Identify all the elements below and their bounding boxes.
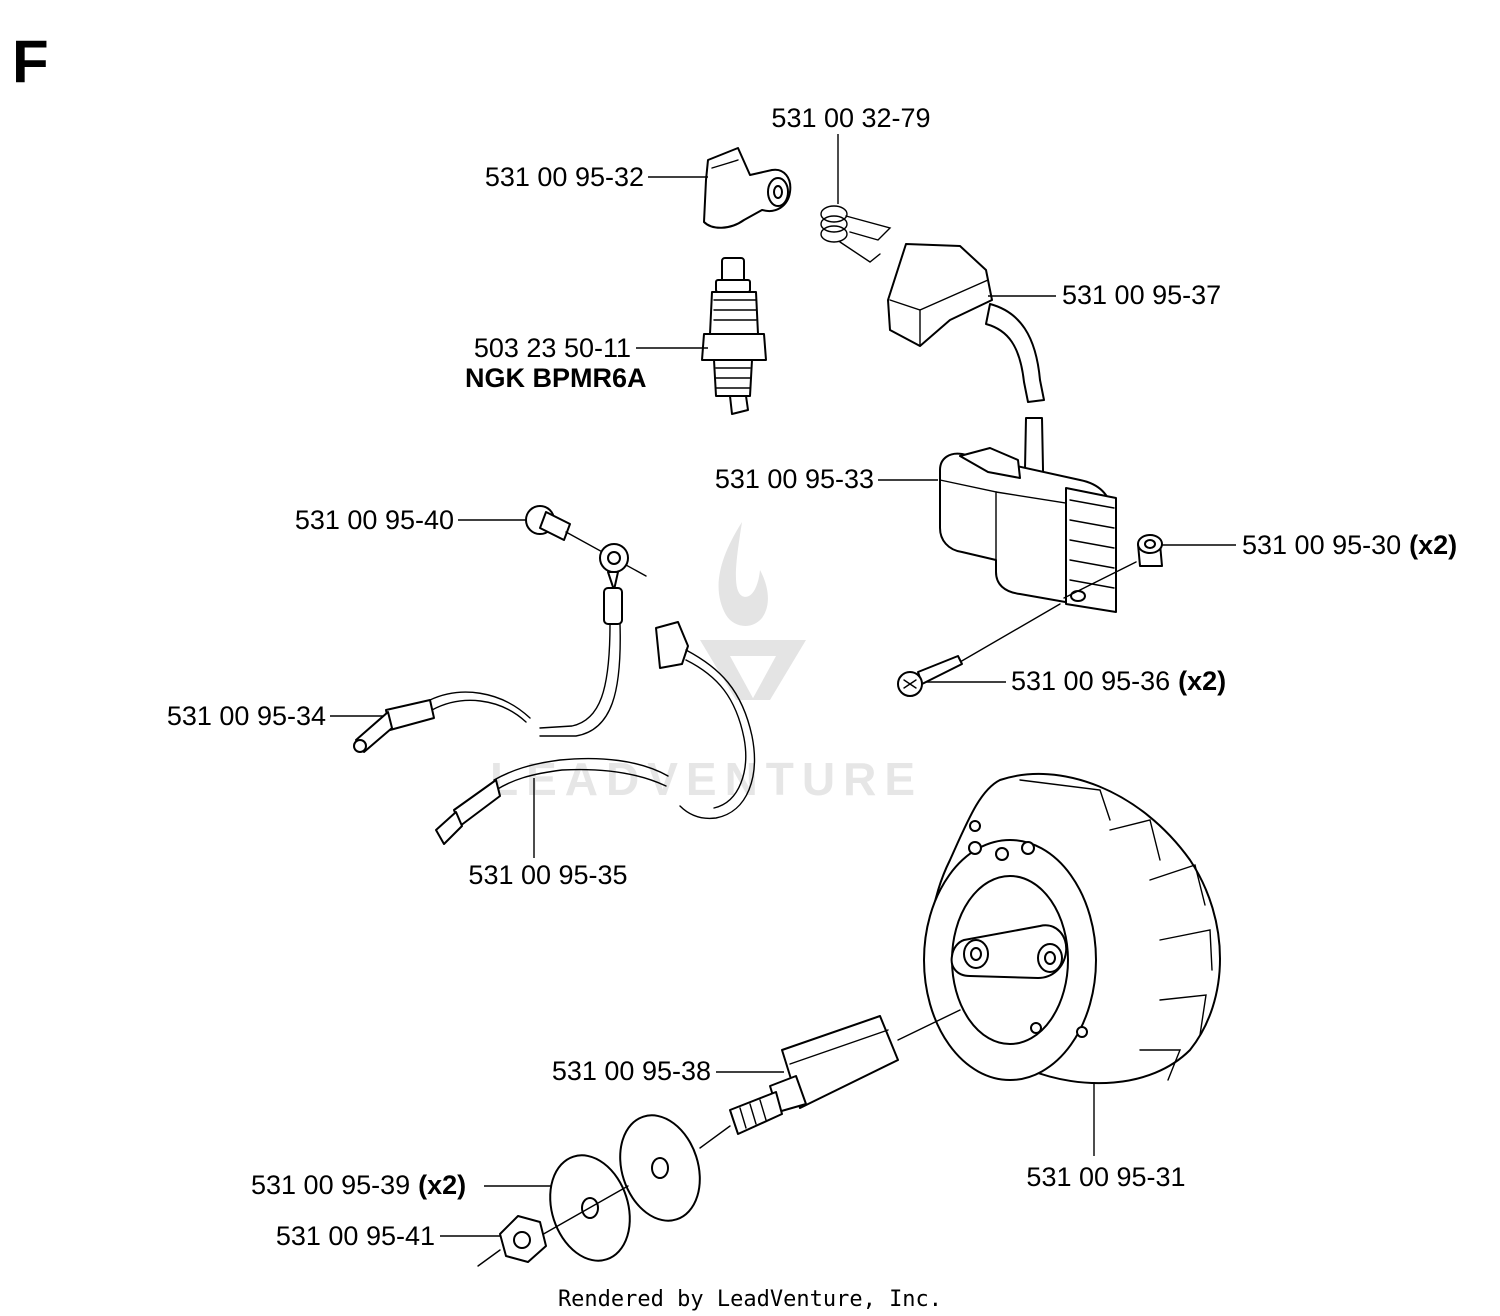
label-ground-screw: 531 00 95-40 (295, 505, 454, 535)
label-ignition-module: 531 00 95-33 (715, 464, 874, 494)
washer-axis-line (539, 1185, 629, 1237)
label-spacer-qty: (x2) (1409, 530, 1457, 560)
spring-drawing (820, 205, 892, 263)
spacer-drawing (1137, 534, 1163, 567)
screw-axis-line (959, 603, 1061, 663)
spark-plug-cap-drawing (703, 147, 792, 229)
label-flywheel: 531 00 95-31 (1026, 1162, 1185, 1192)
flywheel-axis-line (897, 1009, 961, 1041)
label-module-screw-number: 531 00 95-36 (1011, 666, 1170, 696)
spacer-axis-line (1063, 561, 1137, 599)
spark-plug-drawing (701, 257, 767, 415)
flywheel-drawing (923, 772, 1221, 1085)
nut-drawing (499, 1215, 547, 1263)
section-letter: F (12, 28, 49, 95)
label-spacer: 531 00 95-30 (x2) (1242, 530, 1457, 560)
nut-axis-line (477, 1249, 501, 1267)
label-spark-plug-cap: 531 00 95-32 (485, 162, 644, 192)
watermark-logo (700, 522, 806, 700)
ignition-module-drawing (939, 447, 1117, 613)
short-circuit-cable-drawing (353, 543, 629, 753)
module-screw-drawing (897, 655, 963, 697)
label-module-screw: 531 00 95-36 (x2) (1011, 666, 1226, 696)
label-washer-qty: (x2) (418, 1170, 466, 1200)
label-spacer-number: 531 00 95-30 (1242, 530, 1401, 560)
stud-drawing (729, 1015, 899, 1135)
label-spark-plug-note: NGK BPMR6A (465, 363, 647, 393)
label-washer: 531 00 95-39 (x2) (251, 1170, 466, 1200)
label-washer-number: 531 00 95-39 (251, 1170, 410, 1200)
label-nut: 531 00 95-41 (276, 1221, 435, 1251)
label-connecting-cable: 531 00 95-35 (468, 860, 627, 890)
label-short-circuit-cable: 531 00 95-34 (167, 701, 326, 731)
ground-screw-drawing (525, 505, 571, 541)
footer-credit: Rendered by LeadVenture, Inc. (558, 1287, 942, 1312)
label-stud: 531 00 95-38 (552, 1056, 711, 1086)
label-ignition-cable: 531 00 95-37 (1062, 280, 1221, 310)
watermark-text: LEADVENTURE (490, 753, 923, 805)
label-module-screw-qty: (x2) (1178, 666, 1226, 696)
label-spark-plug: 503 23 50-11 (474, 333, 631, 363)
connecting-cable-drawing (435, 621, 756, 845)
stud-axis-line (699, 1125, 731, 1149)
label-spring: 531 00 32-79 (771, 103, 930, 133)
